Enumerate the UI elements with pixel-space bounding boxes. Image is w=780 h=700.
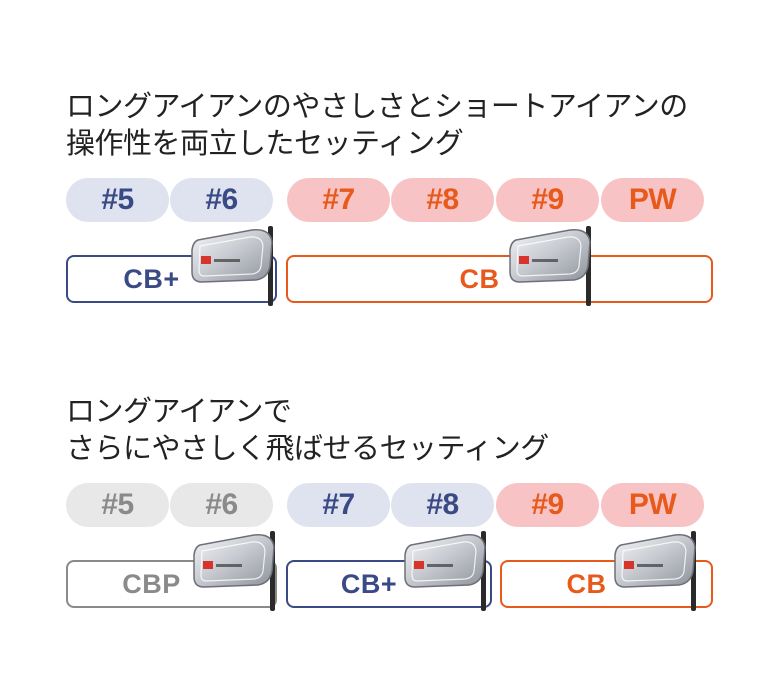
box-label: CB <box>566 568 607 599</box>
cb-box: CB <box>286 255 713 303</box>
box-label: CB+ <box>340 568 398 599</box>
pill-8: #8 <box>391 483 494 527</box>
box-label: CB+ <box>123 263 180 294</box>
golf-iron-club-icon <box>613 531 703 611</box>
golf-iron-club-icon <box>508 226 598 306</box>
golf-iron-club-icon <box>190 226 280 306</box>
pill-5: #5 <box>66 178 169 222</box>
box-label: CBP <box>122 568 181 599</box>
golf-iron-club-icon <box>403 531 493 611</box>
heading-line: ロングアイアンで <box>66 394 292 428</box>
section-2-heading: ロングアイアンで さらにやさしく飛ばせるセッティング <box>66 393 549 467</box>
pill-9: #9 <box>496 483 599 527</box>
box-label: CB <box>459 263 500 294</box>
heading-line: 操作性を両立したセッティング <box>66 126 464 160</box>
pill-8: #8 <box>391 178 494 222</box>
heading-line: ロングアイアンのやさしさとショートアイアンの <box>66 89 688 123</box>
pill-5: #5 <box>66 483 169 527</box>
pill-6: #6 <box>170 483 273 527</box>
pill-6: #6 <box>170 178 273 222</box>
section-1-heading: ロングアイアンのやさしさとショートアイアンの 操作性を両立したセッティング <box>66 88 688 162</box>
pill-7: #7 <box>287 178 390 222</box>
pill-pw: PW <box>601 483 704 527</box>
pill-7: #7 <box>287 483 390 527</box>
heading-line: さらにやさしく飛ばせるセッティング <box>66 431 549 465</box>
golf-iron-club-icon <box>192 531 282 611</box>
pill-9: #9 <box>496 178 599 222</box>
pill-pw: PW <box>601 178 704 222</box>
